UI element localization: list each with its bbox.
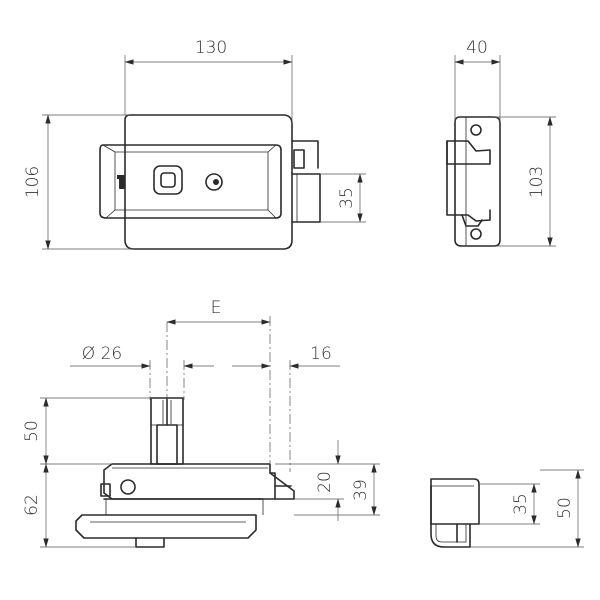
dim-35e-label: 35 (511, 493, 531, 515)
knob-outer-icon (153, 165, 183, 195)
dim-diameter-label: Ø 26 (82, 344, 122, 364)
front-cover-inner (114, 151, 269, 211)
end-body (430, 478, 480, 525)
dim-130-label: 130 (195, 38, 227, 58)
keyhole-slot-tab (117, 175, 121, 179)
dim-50e-label: 50 (555, 497, 575, 519)
side-slot-bottom (470, 228, 482, 240)
front-back-plate (124, 114, 293, 250)
front-cover-bevel-3 (105, 209, 116, 219)
front-cover-bevel-2 (267, 144, 277, 153)
dim-40-label: 40 (466, 38, 488, 58)
dim-39-label: 39 (351, 479, 371, 501)
front-bolt-latch (293, 149, 305, 169)
front-view: 130 106 35 (23, 38, 366, 250)
side-slot-top (470, 124, 482, 136)
knob-shaft-stem (156, 424, 178, 465)
dim-106-label: 106 (23, 166, 43, 198)
side-handle-upper (446, 140, 491, 165)
front-bolt-tab (291, 140, 319, 169)
top-view: E Ø 26 16 50 62 20 39 (22, 298, 380, 548)
dim-50-label: 50 (22, 420, 42, 442)
top-left-tab (100, 483, 111, 497)
end-base-inner (435, 524, 467, 543)
dim-103-label: 103 (527, 166, 547, 198)
front-cover-bevel-4 (267, 209, 277, 219)
dim-E-label: E (211, 298, 222, 318)
cylinder-icon (205, 173, 223, 191)
end-view: 35 50 (430, 469, 584, 548)
side-view: 40 103 (446, 38, 556, 247)
side-handle-lower-foot (461, 214, 483, 227)
front-bolt (291, 173, 321, 223)
front-cover (99, 144, 282, 219)
dim-62-label: 62 (22, 494, 42, 516)
dim-35f-label: 35 (337, 187, 357, 209)
front-cover-bevel-1 (102, 144, 116, 153)
top-knob-base (135, 537, 165, 548)
dim-16-label: 16 (310, 344, 332, 364)
top-bolt-tip (269, 472, 295, 500)
side-handle-lower (446, 163, 491, 222)
top-screw-hole (120, 479, 136, 495)
top-handle (75, 514, 257, 539)
dim-20-label: 20 (315, 471, 335, 493)
end-base (430, 485, 471, 548)
knob-inner (160, 172, 176, 188)
cylinder-keyway (213, 179, 219, 185)
